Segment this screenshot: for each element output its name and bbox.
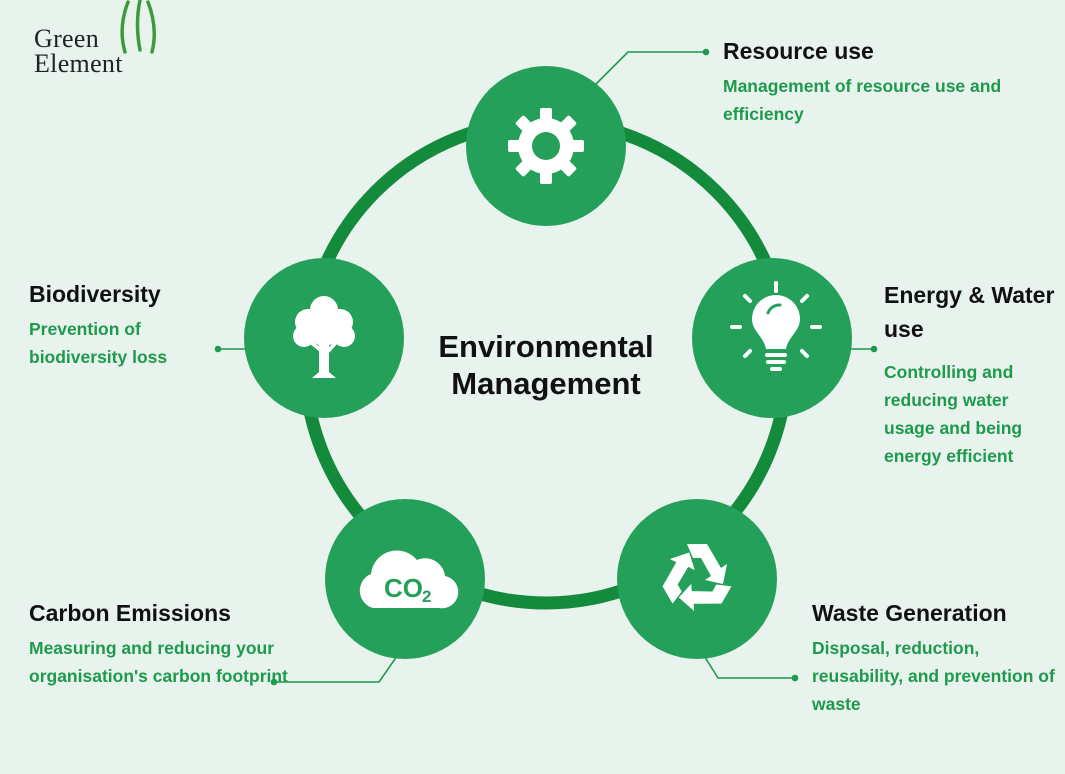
logo-line-2: Element [34, 49, 123, 78]
logo-line-1: Green [34, 24, 100, 53]
label-resource-use: Resource use Management of resource use … [723, 34, 1023, 128]
label-biodiversity: Biodiversity Prevention of biodiversity … [29, 277, 229, 371]
gear-icon [508, 108, 584, 184]
label-waste-generation: Waste Generation Disposal, reduction, re… [812, 596, 1062, 718]
waste-generation-title: Waste Generation [812, 600, 1007, 626]
resource-use-description: Management of resource use and efficienc… [723, 76, 1002, 124]
co2-cloud-icon: CO 2 [359, 550, 459, 609]
tree-icon [293, 296, 355, 378]
biodiversity-title: Biodiversity [29, 281, 161, 307]
logo-reeds-icon [120, 0, 156, 54]
center-title: Environmental Management [438, 329, 654, 401]
label-energy-water: Energy & Water use Controlling and reduc… [884, 278, 1059, 470]
co2-subscript: 2 [422, 587, 431, 606]
carbon-emissions-title: Carbon Emissions [29, 600, 231, 626]
brand-logo: Green Element [34, 24, 123, 78]
carbon-emissions-description: Measuring and reducing your organisation… [29, 638, 288, 686]
energy-water-description: Controlling and reducing water usage and… [884, 362, 1023, 466]
recycle-icon [662, 544, 732, 611]
resource-use-title: Resource use [723, 38, 874, 64]
energy-water-title: Energy & Water use [884, 282, 1055, 342]
biodiversity-description: Prevention of biodiversity loss [29, 319, 168, 367]
waste-generation-description: Disposal, reduction, reusability, and pr… [812, 638, 1055, 714]
co2-label: CO [384, 573, 423, 603]
connector-resource [595, 48, 710, 85]
label-carbon-emissions: Carbon Emissions Measuring and reducing … [29, 596, 289, 690]
lightbulb-icon [730, 281, 822, 371]
node-waste [617, 499, 777, 659]
